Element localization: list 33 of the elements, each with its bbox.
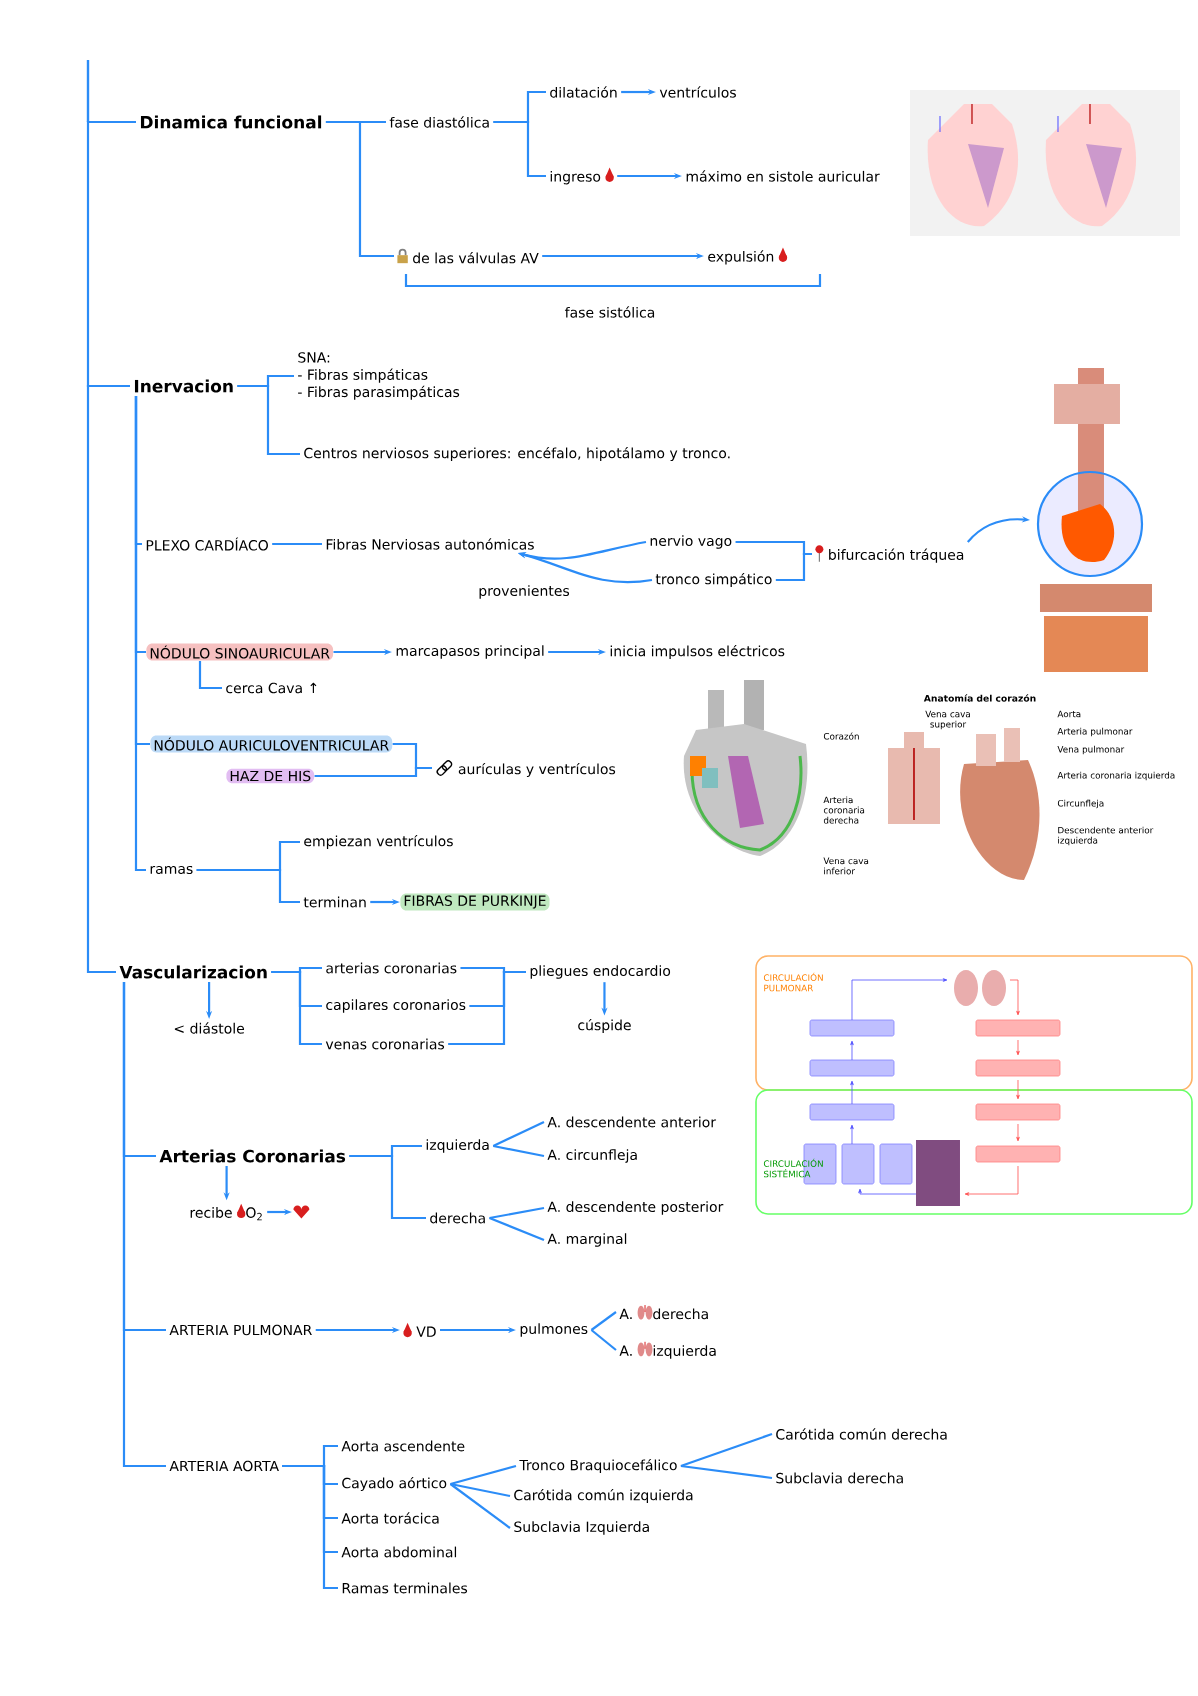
connector	[237, 384, 300, 456]
connector	[86, 120, 136, 388]
topic-heading: Inervacion	[134, 379, 233, 393]
connector	[680, 1464, 773, 1480]
topic-heading: Dinamica funcional	[140, 115, 322, 129]
connector	[450, 1482, 511, 1498]
connector	[590, 1311, 617, 1331]
connector	[325, 120, 394, 258]
connector	[448, 970, 526, 1046]
connector	[492, 1121, 545, 1147]
connector	[122, 982, 166, 1468]
heart-icon	[293, 1205, 310, 1219]
connector	[198, 661, 222, 690]
connector	[86, 384, 130, 974]
connector	[282, 1464, 338, 1590]
connector	[493, 1144, 545, 1158]
connector	[450, 1464, 517, 1486]
topic-heading: Vascularizacion	[119, 965, 267, 979]
anatomy-picture	[1036, 368, 1152, 672]
connector	[590, 1329, 617, 1351]
connector	[449, 1483, 511, 1529]
connector	[134, 396, 146, 872]
connector	[272, 542, 322, 546]
connector	[489, 1206, 545, 1220]
connector	[196, 868, 300, 904]
connector	[489, 1217, 545, 1242]
connector	[349, 1154, 426, 1220]
connector	[680, 1432, 773, 1468]
connector	[493, 120, 546, 178]
topic-heading: Arterias Coronarias	[159, 1149, 346, 1163]
connector	[314, 766, 432, 778]
connector	[775, 552, 812, 582]
connector	[271, 970, 322, 1046]
